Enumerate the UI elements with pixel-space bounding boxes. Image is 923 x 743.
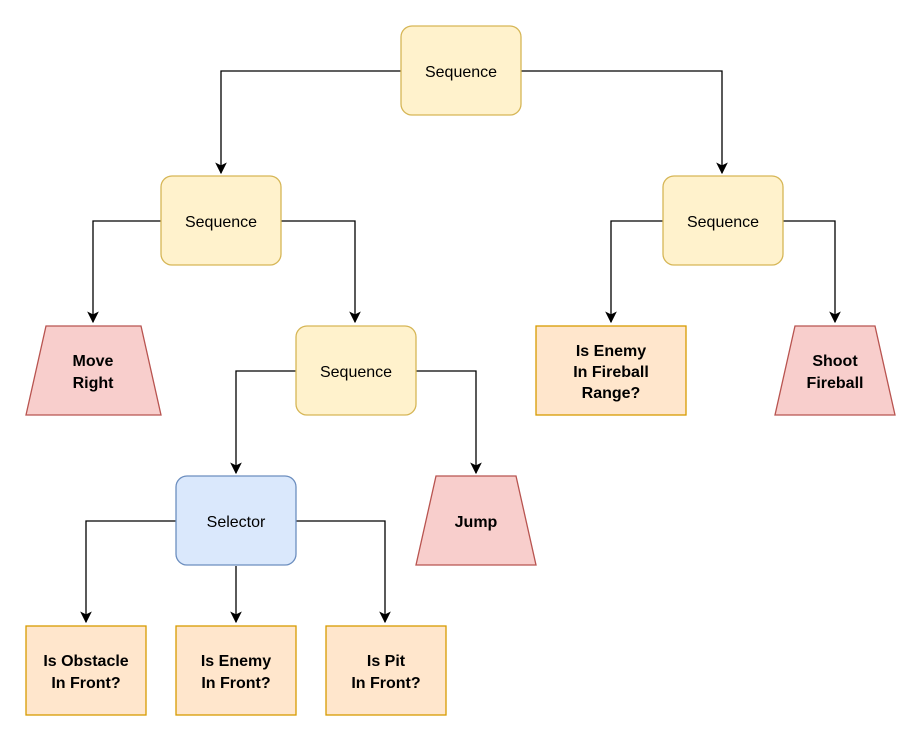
node-enemy-in-fireball-range[interactable]: Is Enemy In Fireball Range?: [535, 325, 687, 416]
node-inner-sequence[interactable]: Sequence: [295, 325, 417, 416]
node-label-line-2: In Front?: [351, 675, 420, 692]
edges: [80, 70, 841, 624]
node-label-line-2: In Fireball: [573, 364, 649, 381]
node-label-line-1: Is Enemy: [576, 343, 646, 360]
edge-right-sequence-to-shoot-fireball: [783, 220, 841, 324]
node-left-sequence[interactable]: Sequence: [160, 175, 282, 266]
node-label-line-1: Is Pit: [367, 653, 406, 670]
node-selector[interactable]: Selector: [175, 475, 297, 566]
node-pit-in-front[interactable]: Is Pit In Front?: [325, 625, 447, 716]
edge-inner-sequence-to-selector: [230, 370, 296, 475]
node-label-line-2: Right: [73, 375, 115, 392]
node-root-sequence[interactable]: Sequence: [400, 25, 522, 116]
node-label-line-1: Move: [73, 353, 114, 370]
edge-selector-to-pit: [296, 520, 391, 624]
edge-left-sequence-to-inner-sequence: [281, 220, 361, 324]
node-label: Sequence: [425, 64, 497, 81]
node-label: Selector: [207, 514, 266, 531]
edge-left-sequence-to-move-right: [87, 220, 161, 324]
edge-selector-to-obstacle: [80, 520, 176, 624]
node-label-line-1: Shoot: [812, 353, 858, 370]
node-enemy-in-front[interactable]: Is Enemy In Front?: [175, 625, 297, 716]
edge-right-sequence-to-fireball-range: [605, 220, 663, 324]
node-shoot-fireball[interactable]: Shoot Fireball: [774, 325, 896, 416]
node-label-line-2: In Front?: [201, 675, 270, 692]
edge-inner-sequence-to-jump: [416, 370, 482, 475]
node-label: Sequence: [687, 214, 759, 231]
node-label-line-1: Is Obstacle: [43, 653, 128, 670]
node-label-line-2: Fireball: [807, 375, 864, 392]
edge-root-to-right-sequence: [521, 70, 728, 175]
node-label: Sequence: [320, 364, 392, 381]
node-label: Jump: [455, 514, 498, 531]
node-right-sequence[interactable]: Sequence: [662, 175, 784, 266]
node-obstacle-in-front[interactable]: Is Obstacle In Front?: [25, 625, 147, 716]
node-label-line-2: In Front?: [51, 675, 120, 692]
edge-root-to-left-sequence: [215, 70, 401, 175]
node-move-right[interactable]: Move Right: [25, 325, 162, 416]
node-label: Sequence: [185, 214, 257, 231]
node-label-line-3: Range?: [582, 385, 641, 402]
node-label-line-1: Is Enemy: [201, 653, 271, 670]
node-jump[interactable]: Jump: [415, 475, 537, 566]
